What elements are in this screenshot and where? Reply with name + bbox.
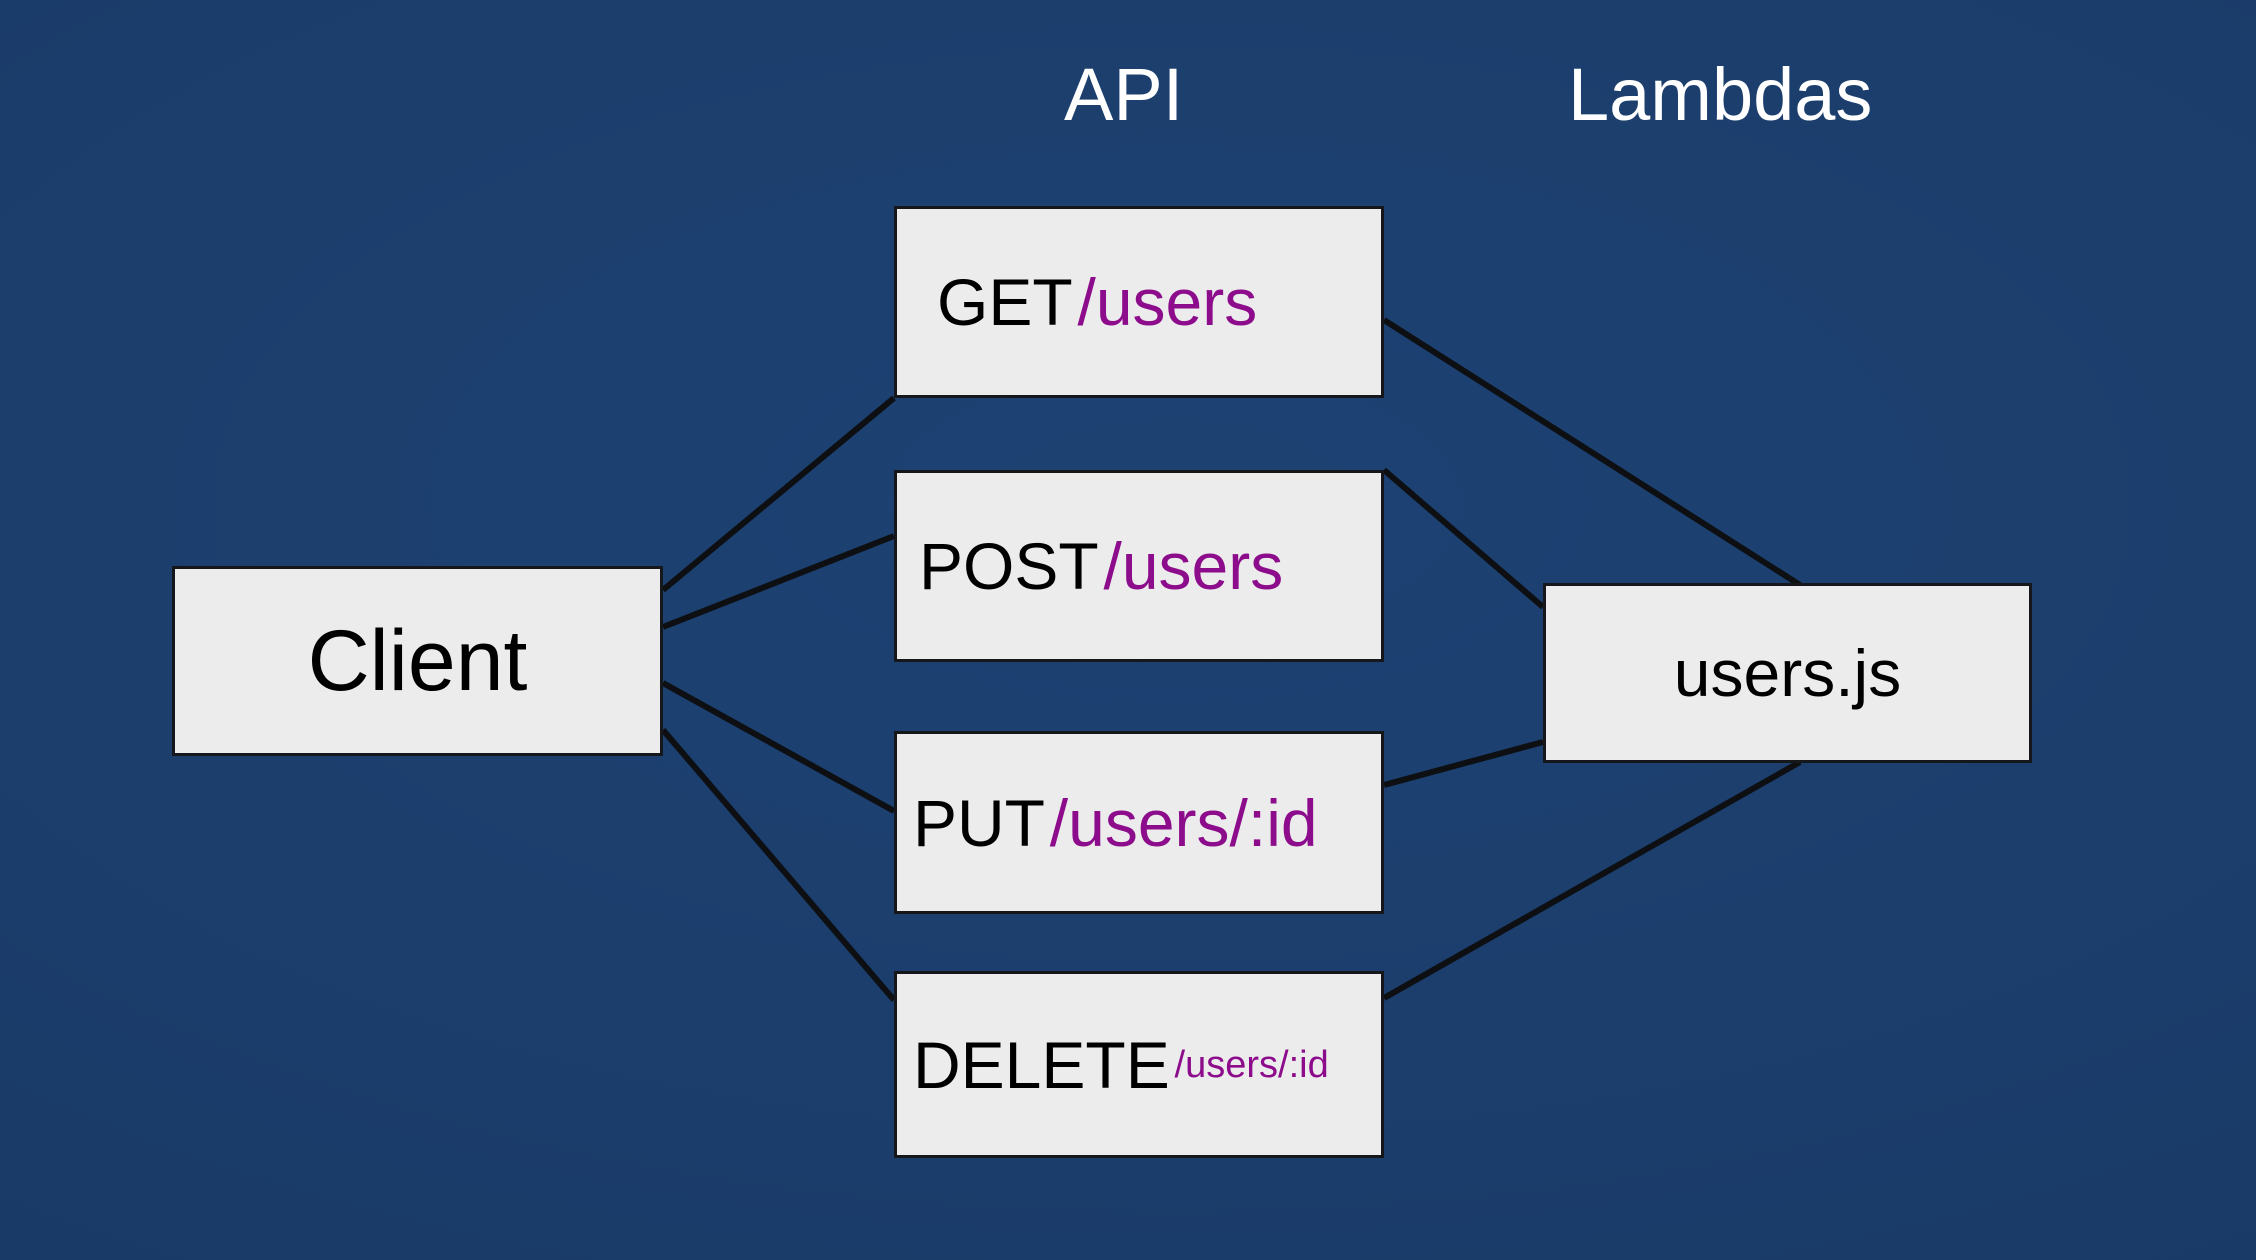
endpoint-path-put: /users/:id [1049, 785, 1318, 860]
node-endpoint-delete[interactable]: DELETE /users/:id [894, 971, 1384, 1158]
node-endpoint-post[interactable]: POST /users [894, 470, 1384, 662]
column-title-lambdas: Lambdas [1568, 53, 1873, 136]
edge-put-users [1383, 739, 1544, 788]
edge-client-post [661, 533, 896, 630]
endpoint-verb-delete: DELETE [913, 1027, 1170, 1102]
column-title-api: API [1064, 53, 1184, 136]
edge-delete-users [1382, 759, 1802, 1001]
edge-client-get [661, 395, 896, 593]
node-client[interactable]: Client [172, 566, 663, 756]
edge-client-put [661, 680, 896, 814]
endpoint-path-get: /users [1077, 265, 1258, 339]
node-endpoint-get[interactable]: GET /users [894, 206, 1384, 398]
endpoint-verb-put: PUT [913, 785, 1045, 860]
edge-post-users [1382, 467, 1545, 610]
endpoint-verb-get: GET [937, 265, 1073, 339]
endpoint-path-post: /users [1103, 529, 1284, 603]
node-endpoint-put[interactable]: PUT /users/:id [894, 731, 1384, 914]
edge-client-delete [660, 728, 897, 1002]
endpoint-verb-post: POST [919, 529, 1099, 603]
node-lambda-users-js[interactable]: users.js [1543, 583, 2032, 763]
node-client-label: Client [307, 613, 528, 709]
node-lambda-label: users.js [1673, 636, 1902, 710]
endpoint-path-delete: /users/:id [1174, 1043, 1329, 1086]
edge-get-users [1382, 317, 1802, 588]
